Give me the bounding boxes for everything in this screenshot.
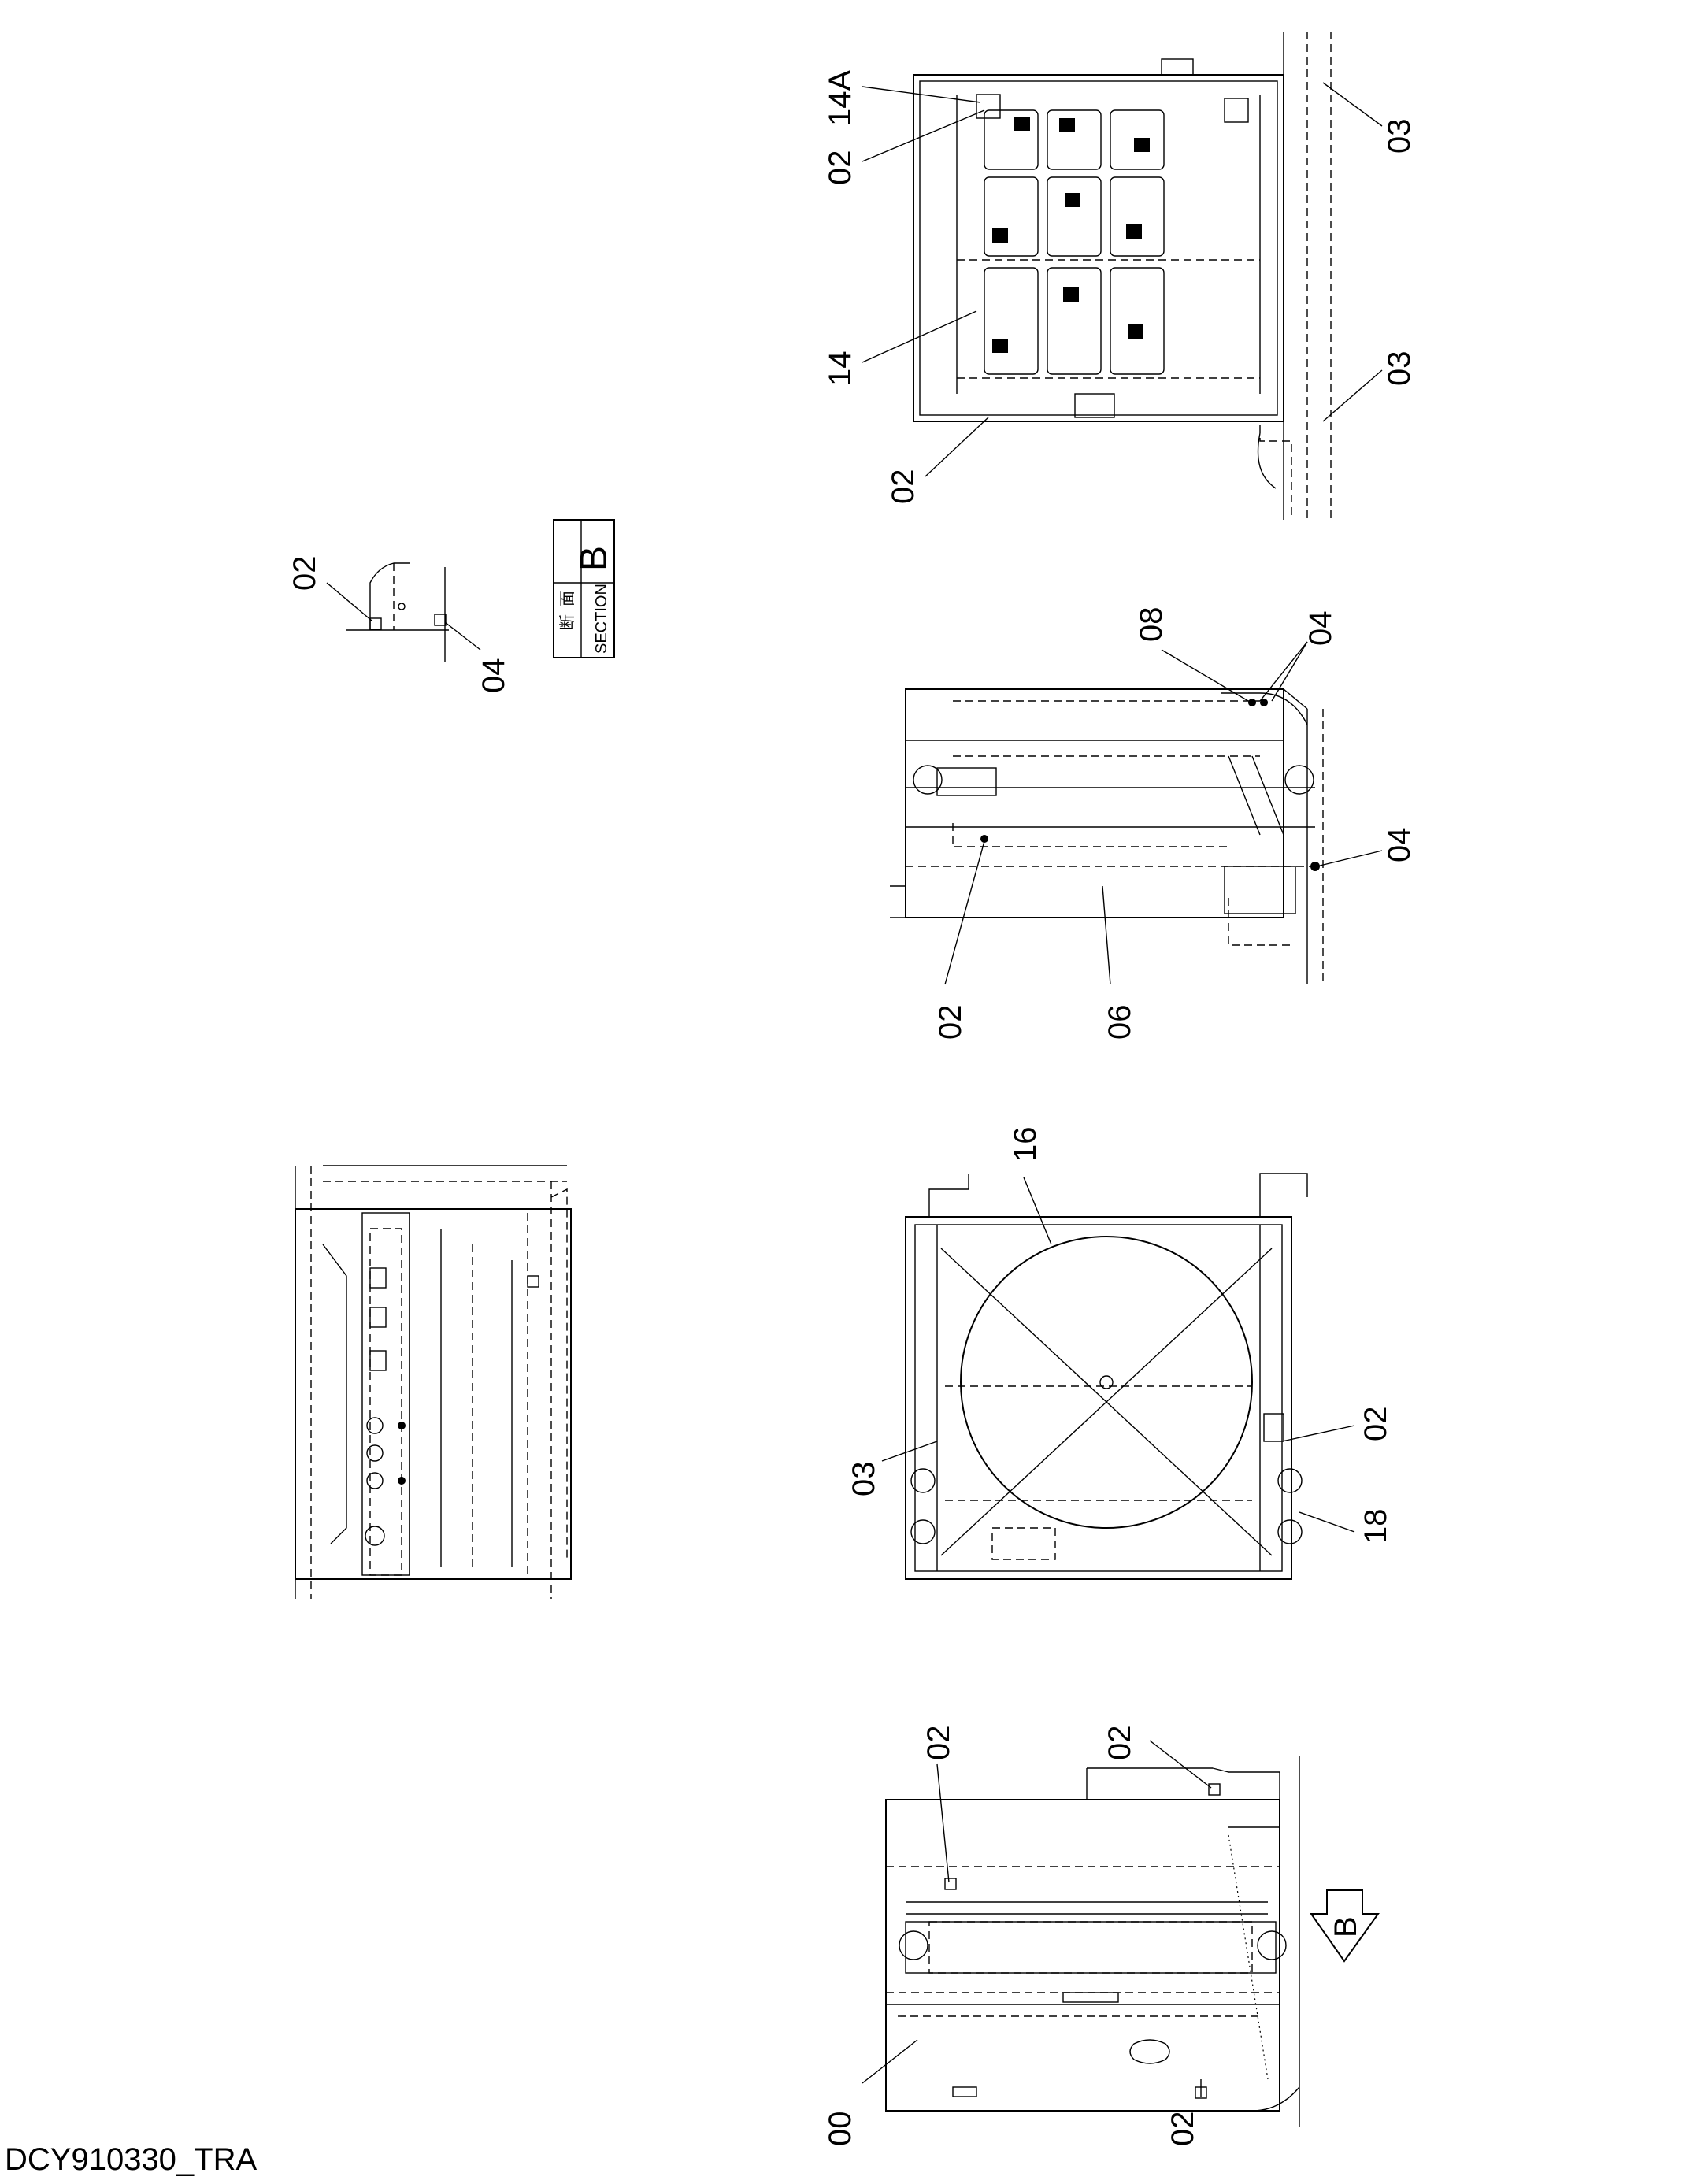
fan-ring-circle — [960, 1236, 1253, 1529]
callout-03-top: 03 — [1382, 119, 1417, 154]
callout-02-middle: 02 — [933, 1005, 968, 1040]
view-shroud-side — [890, 688, 1324, 984]
section-label-box: 断 面 SECTION B — [553, 519, 615, 658]
arrow-letter-b: B — [1329, 1916, 1363, 1937]
callout-02-section: 02 — [287, 556, 322, 591]
callout-02-bottom: 02 — [886, 469, 921, 505]
callouts-view-bottom-assembly: 02 02 00 02 — [823, 1726, 1212, 2147]
callout-08: 08 — [1134, 607, 1169, 643]
view-direction-arrow-b: B — [1310, 1889, 1380, 1963]
callout-02-fan: 02 — [1358, 1407, 1393, 1442]
callout-04-section: 04 — [476, 658, 511, 694]
callout-16: 16 — [1008, 1127, 1043, 1162]
section-letter: B — [573, 546, 615, 571]
callout-14a: 14A — [823, 70, 858, 126]
drawing-code: DCY910330_TRA — [5, 2142, 258, 2177]
callouts-view-fan-shroud: 16 03 02 18 — [847, 1127, 1393, 1544]
callout-04-upper: 04 — [1303, 611, 1338, 647]
callouts-view-radiator-core: 14A 02 03 14 03 02 — [823, 70, 1417, 504]
view-radiator-core — [913, 32, 1332, 520]
core-cell-grid — [984, 109, 1165, 375]
section-kanji-1: 断 — [558, 614, 576, 630]
callout-03-bottom: 03 — [1382, 351, 1417, 387]
section-word: SECTION — [593, 584, 610, 654]
section-b-detail: 02 04 — [287, 556, 511, 694]
view-fan-shroud — [905, 1173, 1308, 1580]
callouts-view-shroud-side: 08 04 04 02 06 — [933, 607, 1417, 1040]
callout-04-lower: 04 — [1382, 828, 1417, 863]
view-bottom-assembly: B — [885, 1756, 1380, 2127]
view-side-detail — [295, 1165, 572, 1599]
callout-02-bottom-left: 02 — [921, 1726, 956, 1761]
callout-02-top: 02 — [823, 150, 858, 186]
callout-06: 06 — [1102, 1005, 1137, 1040]
callout-03-fan: 03 — [847, 1462, 881, 1497]
section-kanji-2: 面 — [559, 591, 576, 606]
callout-00: 00 — [823, 2112, 858, 2147]
callout-02-bottom-lower: 02 — [1166, 2112, 1200, 2147]
callout-14: 14 — [823, 351, 858, 387]
callout-18: 18 — [1358, 1509, 1393, 1544]
callout-02-bottom-right: 02 — [1102, 1726, 1137, 1761]
